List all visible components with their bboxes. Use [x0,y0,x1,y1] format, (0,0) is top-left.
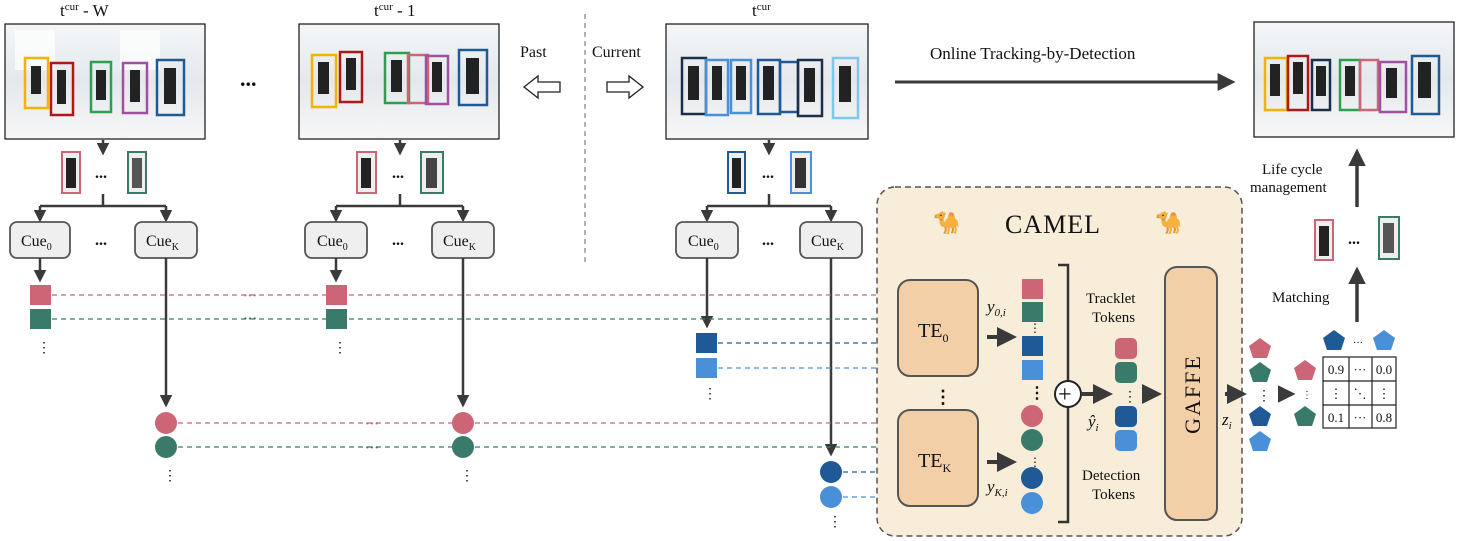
gaffe-box [1164,266,1218,521]
vdots-5: ⋮ [460,469,474,484]
row-dots-green-sq: ··· [243,312,257,327]
gaffe-label: GAFFE [1180,354,1205,434]
frame-t-current [665,23,869,140]
frame-label-t-minus-W: tcur - W [60,1,110,20]
vdots-6: ⋮ [828,515,842,530]
frame-t-minus-W [4,23,206,140]
current-arrow [606,74,645,100]
matching-label: Matching [1272,290,1330,306]
crops-t-minus-W [61,151,147,194]
teK-box [897,409,979,507]
matrix-cell-1-2: ⋮ [1378,386,1391,401]
row-dots-pink-sq: ··· [243,289,257,304]
cueK-label-W: CueK [146,233,180,253]
past-arrow [522,74,561,100]
cue0-label-1: Cue0 [317,233,348,253]
matrix-cell-1-1: ⋱ [1354,386,1367,401]
cue-down-arrows [33,258,838,457]
online-tracking-label: Online Tracking-by-Detection [930,44,1136,63]
te-vdots: ⋮ [934,387,952,407]
matrix-cell-2-0: 0.1 [1328,410,1344,425]
matrix-row-pentagons [1294,360,1316,426]
cue-boxes [9,221,863,259]
matrix-row-vdots: ⋮ [1302,390,1312,401]
tracklet-tokens-line2: Tokens [1092,310,1135,326]
yhat-vdots: ⋮ [1123,390,1137,405]
matrix-cell-0-1: ··· [1354,362,1367,377]
teK-label: TEK [918,450,951,475]
cueK-label-1: CueK [443,233,477,253]
frame-label-t-current: tcur [752,1,771,20]
lifecycle-line2: management [1250,180,1327,196]
crops-1-ellipsis: ... [392,165,404,182]
branch-connectors [33,194,838,223]
row-dots-green-c: ··· [365,441,379,456]
camel-icon-right: 🐪 [1155,210,1182,236]
crops-W-ellipsis: ... [95,165,107,182]
detection-tokens-line1: Detection [1082,468,1141,484]
yK-label: yK,i [985,477,1008,499]
matched-crops [1314,216,1400,261]
matrix-cell-1-0: ⋮ [1330,386,1343,401]
te-output-tokens [1021,279,1043,514]
matrix-cell-2-2: 0.8 [1376,410,1392,425]
dashed-connectors [52,291,892,501]
vdots-2: ⋮ [333,341,347,356]
camel-icon-left: 🐪 [933,210,960,236]
current-label: Current [592,44,641,61]
matrix-cell-2-1: ··· [1354,410,1367,425]
vdots-3: ⋮ [703,387,717,402]
left-tokens [30,285,842,508]
frames-ellipsis: ... [240,66,257,91]
y0-label: y0,i [985,297,1006,319]
tracklet-tokens-line1: Tracklet [1086,291,1136,307]
te-out-vdots-3: ⋮ [1029,455,1041,469]
te-out-vdots-2: ⋮ [1029,385,1045,402]
past-label: Past [520,44,547,61]
lifecycle-line1: Life cycle [1262,162,1323,178]
z-pentagons [1249,338,1271,451]
frame-output [1253,21,1455,138]
matrix-col-pentagons [1323,330,1395,350]
camel-title: CAMEL [1005,210,1101,239]
crops-cur-ellipsis: ... [762,165,774,182]
matched-crops-ellipsis: ... [1348,231,1360,248]
z-label: zi [1221,410,1232,432]
score-matrix [1322,356,1397,429]
yhat-tokens [1115,338,1137,451]
matrix-cell-0-2: 0.0 [1376,362,1392,377]
matrix-top-dots: ··· [1353,338,1363,349]
detection-tokens-line2: Tokens [1092,487,1135,503]
cueK-label-cur: CueK [811,233,845,253]
frame-label-t-minus-1: tcur - 1 [374,1,415,20]
frame-t-minus-1 [298,23,500,140]
vdots-1: ⋮ [37,341,51,356]
te0-box [897,279,979,377]
te0-label: TE0 [918,320,948,345]
crops-t-current [727,151,812,194]
crops-t-minus-1 [356,151,444,194]
cue-dots-cur: ... [762,232,774,249]
cue-dots-1: ... [392,232,404,249]
concat-plus: + [1058,382,1072,408]
cue0-label-W: Cue0 [21,233,52,253]
pentagon-vdots: ⋮ [1257,389,1271,404]
matrix-cell-0-0: 0.9 [1328,362,1344,377]
te-out-vdots-1: ⋮ [1029,321,1041,335]
yhat-label: ŷi [1086,412,1099,434]
vdots-4: ⋮ [163,469,177,484]
cue0-label-cur: Cue0 [688,233,719,253]
cue-dots-W: ... [95,232,107,249]
row-dots-pink-c: ··· [365,417,379,432]
